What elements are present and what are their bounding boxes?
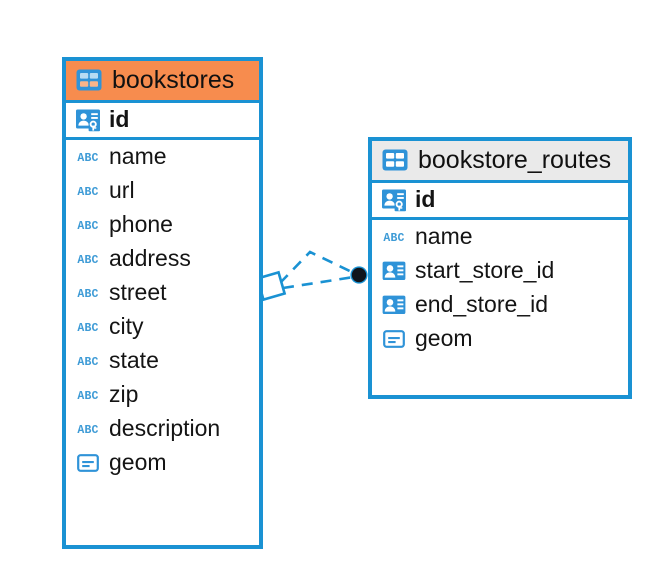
abc-text-icon: ABC — [77, 390, 98, 403]
field-row-geom[interactable]: geom — [372, 322, 628, 356]
field-row-zip[interactable]: ABC zip — [66, 378, 259, 412]
svg-text:ABC: ABC — [77, 186, 98, 199]
filled-circle-marker[interactable] — [350, 266, 368, 284]
foreign-key-icon — [382, 261, 406, 280]
svg-text:ABC: ABC — [77, 322, 98, 335]
abc-text-icon: ABC — [77, 152, 98, 165]
field-name-id: id — [109, 106, 130, 133]
field-row-id[interactable]: id — [372, 183, 628, 217]
field-name-name: name — [109, 143, 167, 170]
relationship-line-upper[interactable] — [279, 250, 357, 284]
field-row-city[interactable]: ABC city — [66, 310, 259, 344]
abc-text-icon: ABC — [77, 186, 98, 199]
entity-table-bookstore-routes[interactable]: bookstore_routes id — [368, 137, 632, 399]
field-name-geom: geom — [109, 449, 167, 476]
field-row-state[interactable]: ABC state — [66, 344, 259, 378]
primary-key-section-bookstores: id — [66, 103, 259, 141]
primary-key-icon — [382, 189, 406, 211]
svg-text:ABC: ABC — [77, 254, 98, 267]
field-name-id: id — [415, 186, 436, 213]
field-row-phone[interactable]: ABC phone — [66, 208, 259, 242]
table-grid-icon — [76, 69, 102, 91]
field-name-zip: zip — [109, 381, 139, 408]
abc-text-icon: ABC — [77, 254, 98, 267]
svg-text:ABC: ABC — [77, 424, 98, 437]
field-name-description: description — [109, 415, 221, 442]
abc-text-icon: ABC — [77, 288, 98, 301]
entity-title-bookstores: bookstores — [112, 66, 235, 94]
field-name-url: url — [109, 177, 135, 204]
field-row-address[interactable]: ABC address — [66, 242, 259, 276]
foreign-key-icon — [382, 295, 406, 314]
primary-key-icon — [76, 109, 100, 131]
field-name-state: state — [109, 347, 159, 374]
svg-text:ABC: ABC — [77, 152, 98, 165]
field-row-geom[interactable]: geom — [66, 446, 259, 480]
field-name-start-store-id: start_store_id — [415, 257, 555, 284]
field-row-start-store-id[interactable]: start_store_id — [372, 254, 628, 288]
field-name-geom: geom — [415, 325, 473, 352]
geometry-icon — [77, 453, 99, 472]
entity-header-bookstores[interactable]: bookstores — [66, 61, 259, 104]
field-row-end-store-id[interactable]: end_store_id — [372, 288, 628, 322]
field-row-description[interactable]: ABC description — [66, 412, 259, 446]
field-row-name[interactable]: ABC name — [372, 220, 628, 254]
table-grid-icon — [382, 149, 408, 171]
primary-key-section-bookstore-routes: id — [372, 183, 628, 221]
field-name-end-store-id: end_store_id — [415, 291, 548, 318]
field-name-name: name — [415, 223, 473, 250]
field-row-name[interactable]: ABC name — [66, 140, 259, 174]
entity-header-bookstore-routes[interactable]: bookstore_routes — [372, 141, 628, 184]
abc-text-icon: ABC — [77, 322, 98, 335]
field-row-url[interactable]: ABC url — [66, 174, 259, 208]
entity-title-bookstore-routes: bookstore_routes — [418, 146, 612, 174]
geometry-icon — [383, 329, 405, 348]
relationship-line-lower[interactable] — [282, 275, 355, 290]
field-name-phone: phone — [109, 211, 173, 238]
field-name-city: city — [109, 313, 144, 340]
entity-table-bookstores[interactable]: bookstores id — [62, 57, 263, 549]
svg-text:ABC: ABC — [77, 390, 98, 403]
svg-text:ABC: ABC — [77, 356, 98, 369]
svg-text:ABC: ABC — [383, 232, 404, 245]
fields-section-bookstores: ABC name ABC url ABC phone ABC — [66, 140, 259, 480]
fields-section-bookstore-routes: ABC name start_store_id — [372, 220, 628, 356]
abc-text-icon: ABC — [77, 220, 98, 233]
svg-text:ABC: ABC — [77, 220, 98, 233]
field-row-street[interactable]: ABC street — [66, 276, 259, 310]
field-name-address: address — [109, 245, 191, 272]
svg-text:ABC: ABC — [77, 288, 98, 301]
abc-text-icon: ABC — [77, 424, 98, 437]
abc-text-icon: ABC — [383, 232, 404, 245]
field-name-street: street — [109, 279, 167, 306]
abc-text-icon: ABC — [77, 356, 98, 369]
field-row-id[interactable]: id — [66, 103, 259, 137]
